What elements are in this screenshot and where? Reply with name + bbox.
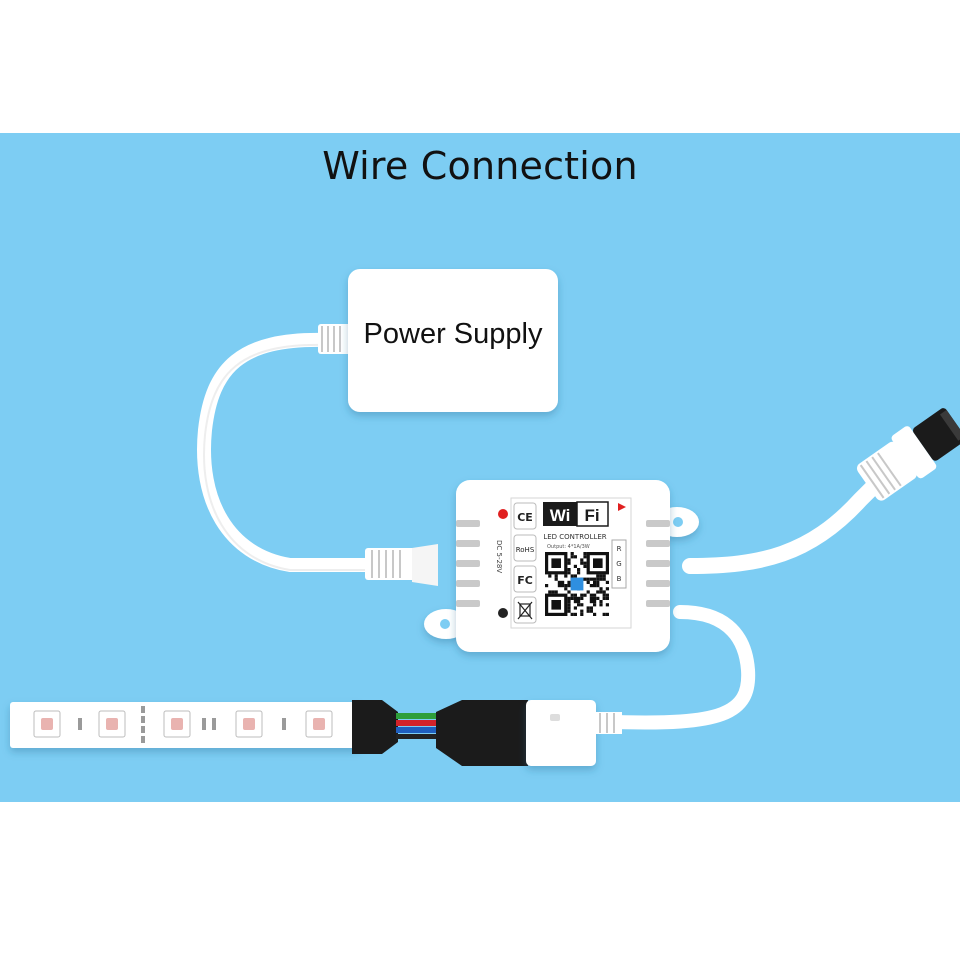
resistor: [282, 718, 286, 730]
rgb-wires: [396, 713, 444, 739]
led-chip: [163, 710, 191, 738]
resistor: [141, 736, 145, 743]
led-chip: [33, 710, 61, 738]
svg-text:Fi: Fi: [584, 506, 599, 525]
qr-code: [543, 550, 611, 618]
voltage-label: DC 5-28V: [495, 540, 503, 573]
reset-button: [498, 608, 508, 618]
resistor: [202, 718, 206, 730]
wifi-controller: CE RoHS FC DC 5-28V Wi Fi LED CONTROLLER…: [424, 480, 699, 652]
wifi-badge: Wi Fi: [543, 501, 609, 527]
output-cable: [608, 605, 756, 730]
resistor: [141, 706, 145, 713]
weee-icon: [517, 601, 533, 620]
rgb-connector-male: [526, 700, 622, 766]
strip-end-cap: [352, 700, 398, 754]
controller-input-connector: [365, 544, 438, 586]
resistor: [141, 726, 145, 733]
status-led: [498, 509, 508, 519]
pin-labels: R G B: [611, 539, 627, 589]
led-chip: [235, 710, 263, 738]
certification-marks: CE RoHS FC: [513, 502, 537, 624]
resistor: [212, 718, 216, 730]
dc-cable: [682, 462, 898, 574]
dc-plug: [856, 408, 960, 501]
diagram-background: [0, 133, 960, 802]
svg-text:CE: CE: [517, 511, 533, 524]
svg-text:G: G: [616, 560, 621, 568]
power-supply: [318, 269, 558, 412]
led-strip: [10, 702, 360, 748]
arrow-icon: [618, 503, 626, 511]
svg-text:RoHS: RoHS: [516, 546, 535, 554]
app-logo-icon: [570, 577, 584, 591]
resistor: [141, 716, 145, 723]
diagram-title: Wire Connection: [322, 144, 638, 188]
rgb-connector-female: [436, 700, 528, 766]
controller-output-text: Output: 4*1A/3W: [547, 544, 590, 550]
led-chip: [305, 710, 333, 738]
power-supply-strain-relief: [318, 324, 352, 354]
controller-subtitle: LED CONTROLLER: [543, 533, 606, 541]
svg-text:B: B: [617, 575, 622, 583]
power-supply-case: [348, 269, 558, 412]
power-supply-label: Power Supply: [363, 318, 543, 350]
svg-text:Wi: Wi: [550, 506, 571, 525]
svg-text:R: R: [617, 545, 622, 553]
led-chip: [98, 710, 126, 738]
resistor: [78, 718, 82, 730]
svg-text:FC: FC: [517, 574, 533, 587]
